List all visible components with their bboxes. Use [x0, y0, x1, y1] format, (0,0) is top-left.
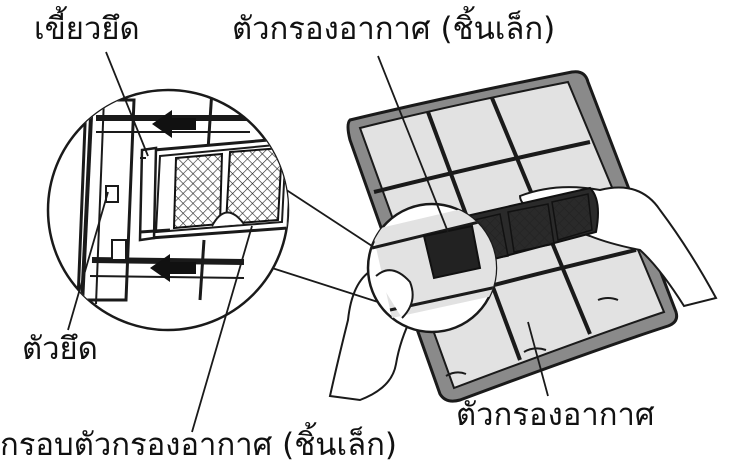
- arrow-left-icon: [150, 254, 196, 282]
- label-air-filter: ตัวกรองอากาศ: [456, 397, 655, 433]
- label-small-filter-frame: กรอบตัวกรองอากาศ (ชิ้นเล็ก): [0, 427, 397, 463]
- detail-circle-small: [366, 202, 498, 334]
- detail-circle-large: [46, 88, 290, 332]
- label-clip: เขี้ยวยึด: [34, 11, 140, 47]
- arrow-left-icon: [152, 110, 196, 138]
- label-small-air-filter: ตัวกรองอากาศ (ชิ้นเล็ก): [232, 11, 556, 47]
- leader-lines: [67, 51, 549, 433]
- label-holder: ตัวยึด: [22, 331, 98, 367]
